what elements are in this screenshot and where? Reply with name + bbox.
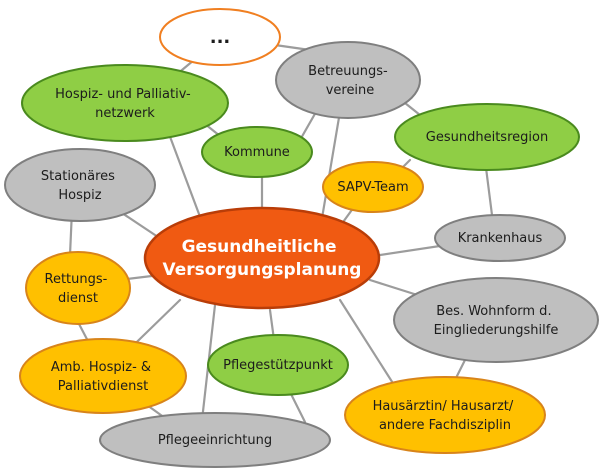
node-hausaerztin: Hausärztin/ Hausarzt/ andere Fachdiszipl…	[344, 376, 546, 454]
node-stationaeres-hospiz: Stationäres Hospiz	[4, 148, 156, 222]
node-betreuungsvereine-label: Betreuungs- vereine	[308, 64, 392, 98]
node-kommune: Kommune	[201, 126, 313, 178]
node-amb-hospiz: Amb. Hospiz- & Palliativdienst	[19, 338, 187, 414]
node-sapv-team-label: SAPV-Team	[337, 180, 408, 195]
node-center: Gesundheitliche Versorgungsplanung	[143, 206, 381, 310]
node-amb-hospiz-label: Amb. Hospiz- & Palliativdienst	[51, 360, 155, 394]
edge-pflegestuetzpunkt-pflegeeinrichtung	[288, 390, 307, 424]
node-krankenhaus: Krankenhaus	[434, 214, 566, 262]
node-gesundheitsregion: Gesundheitsregion	[394, 103, 580, 171]
node-wohnform-label: Bes. Wohnform d. Eingliederungshilfe	[434, 304, 559, 338]
node-pflegestuetzpunkt: Pflegestützpunkt	[207, 334, 349, 396]
node-krankenhaus-label: Krankenhaus	[458, 231, 543, 246]
node-wohnform: Bes. Wohnform d. Eingliederungshilfe	[393, 277, 599, 363]
node-sapv-team: SAPV-Team	[322, 161, 424, 213]
node-hospiz-netzwerk-label: Hospiz- und Palliativ- netzwerk	[55, 87, 195, 121]
node-pflegeeinrichtung-label: Pflegeeinrichtung	[158, 433, 272, 448]
node-hausaerztin-label: Hausärztin/ Hausarzt/ andere Fachdiszipl…	[373, 399, 518, 433]
node-gesundheitsregion-label: Gesundheitsregion	[426, 130, 548, 145]
node-kommune-label: Kommune	[224, 145, 290, 160]
node-pflegestuetzpunkt-label: Pflegestützpunkt	[223, 358, 333, 373]
node-more: ...	[159, 8, 281, 66]
node-more-label: ...	[210, 27, 231, 48]
node-rettungsdienst-label: Rettungs- dienst	[45, 272, 112, 306]
node-stationaeres-hospiz-label: Stationäres Hospiz	[41, 169, 119, 203]
node-center-label: Gesundheitliche Versorgungsplanung	[163, 237, 362, 280]
node-betreuungsvereine: Betreuungs- vereine	[275, 41, 421, 119]
node-hospiz-netzwerk: Hospiz- und Palliativ- netzwerk	[21, 64, 229, 142]
node-pflegeeinrichtung: Pflegeeinrichtung	[99, 412, 331, 468]
node-rettungsdienst: Rettungs- dienst	[25, 251, 131, 325]
